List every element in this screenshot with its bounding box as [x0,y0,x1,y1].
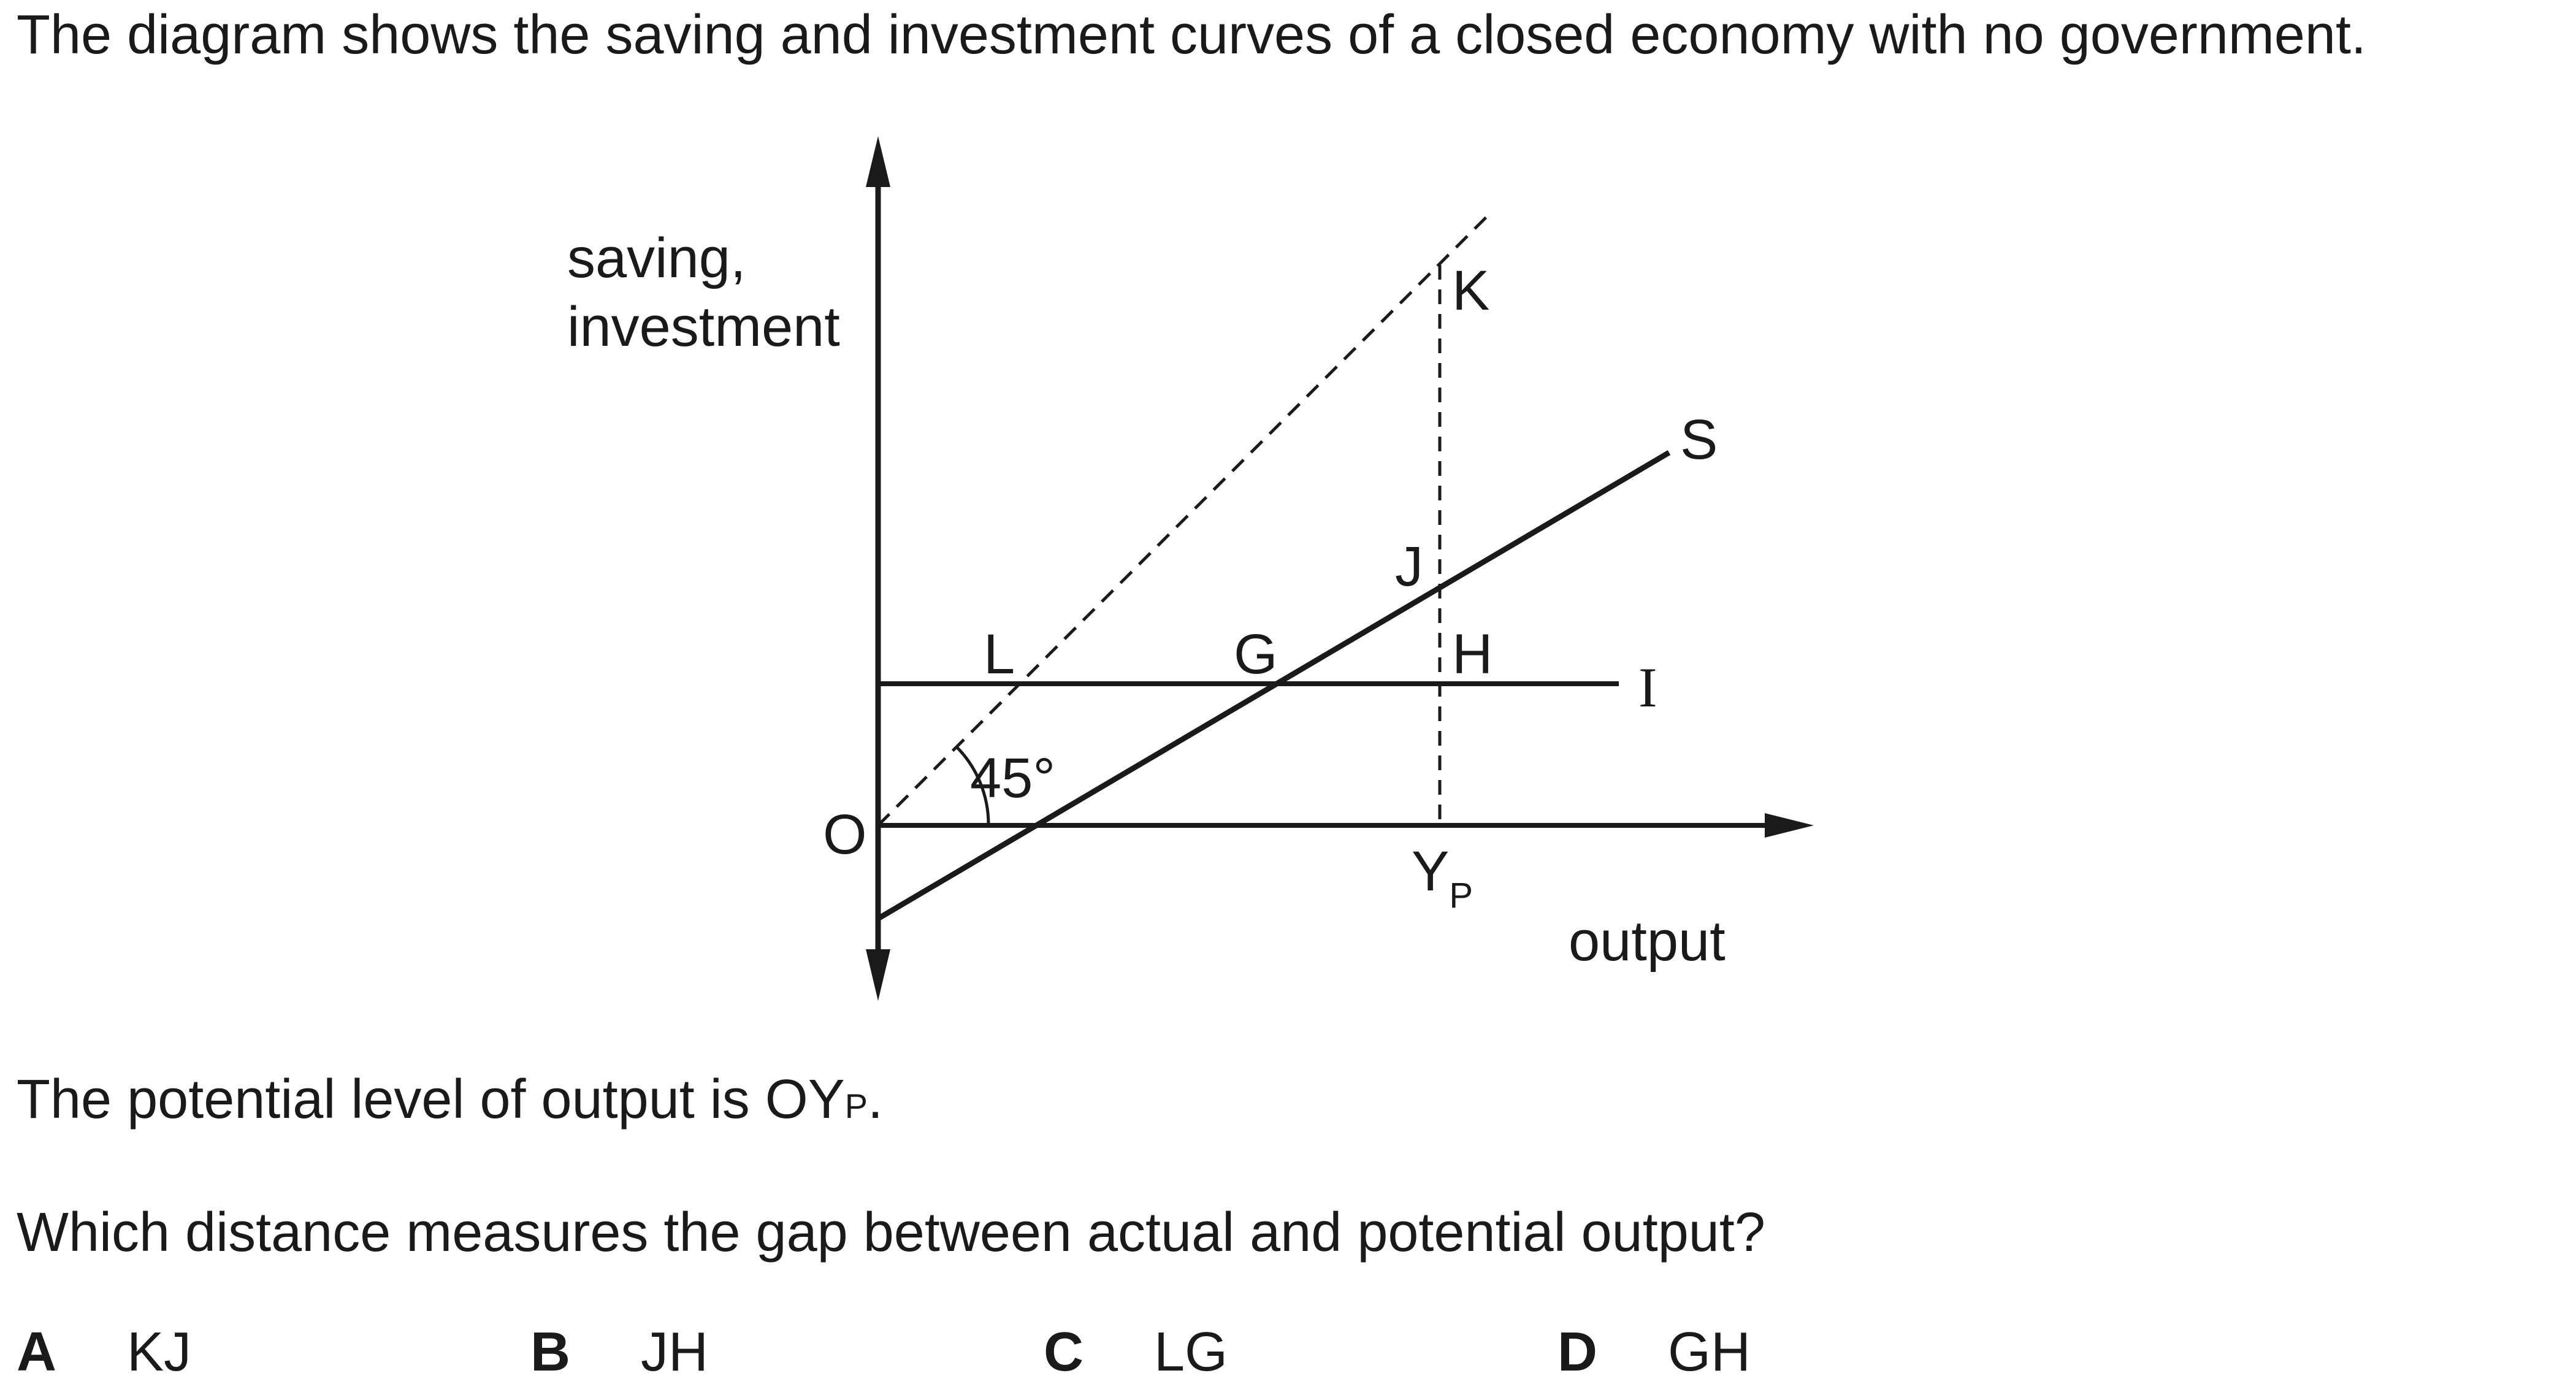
point-g-label: G [1234,623,1278,686]
point-j-label: J [1395,535,1423,598]
saving-investment-diagram: saving, investment output O 45° S I K J … [567,136,1814,1001]
option-a-letter: A [17,1321,56,1383]
potential-output-statement: The potential level of output is OYP. [17,1072,883,1127]
potential-output-label: YP [1412,840,1473,916]
point-h-label: H [1452,623,1492,686]
point-l-label: L [984,623,1015,686]
option-b-letter: B [530,1321,570,1383]
angle-arc [955,746,990,826]
option-a-text: KJ [127,1321,192,1383]
option-d-letter: D [1557,1321,1597,1383]
potential-prefix: The potential level of output is OY [17,1069,845,1130]
y-axis-arrow-down [866,949,890,1001]
option-d-text: GH [1668,1321,1751,1383]
potential-suffix: . [868,1069,884,1130]
potential-output-sub: P [1449,876,1473,916]
point-k-label: K [1452,259,1489,322]
origin-label: O [823,803,867,866]
question-intro: The diagram shows the saving and investm… [17,4,2366,66]
y-axis-arrow-up [866,136,890,187]
x-axis-label: output [1569,910,1726,973]
45-degree-line [877,212,1491,827]
option-c-text: LG [1154,1321,1228,1383]
angle-label: 45° [970,747,1055,809]
y-axis-label-line2: investment [567,296,840,358]
saving-curve-label: S [1680,408,1718,471]
option-c-letter: C [1044,1321,1084,1383]
y-axis-label-line1: saving, [567,227,746,289]
question-prompt: Which distance measures the gap between … [17,1202,1765,1263]
investment-curve-label: I [1638,656,1657,719]
potential-sub: P [844,1087,868,1125]
saving-line [876,450,1671,921]
option-b-text: JH [641,1321,708,1383]
potential-output-y: Y [1412,840,1449,903]
x-axis-arrow [1765,813,1814,838]
